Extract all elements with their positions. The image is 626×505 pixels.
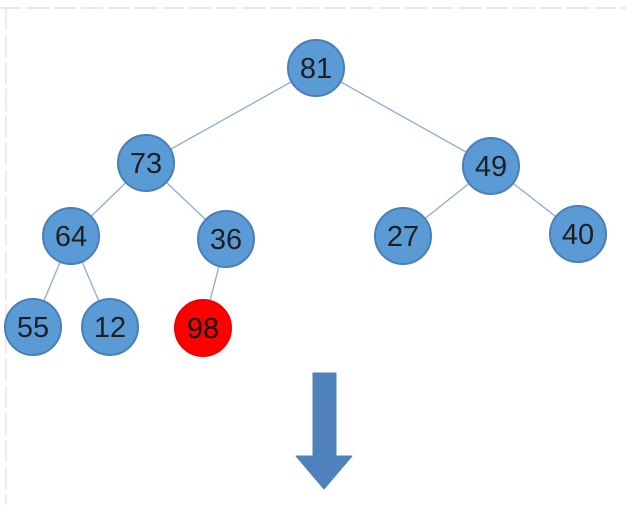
tree-node-value: 98 <box>187 313 219 345</box>
tree-node-27: 27 <box>374 207 432 265</box>
tree-node-value: 81 <box>300 53 332 85</box>
tree-node-55: 55 <box>4 298 62 356</box>
tree-node-40: 40 <box>549 205 607 263</box>
tree-node-circle <box>287 39 345 97</box>
tree-node-highlighted-98: 98 <box>174 299 232 357</box>
tree-edge-81-73 <box>145 67 317 164</box>
tree-node-value: 55 <box>17 312 49 344</box>
tree-node-81: 81 <box>287 39 345 97</box>
tree-node-value: 12 <box>94 312 126 344</box>
tree-node-36: 36 <box>197 210 255 268</box>
tree-node-circle <box>197 210 255 268</box>
tree-node-49: 49 <box>462 137 520 195</box>
tree-nodes: 81 73 49 64 36 27 40 55 12 98 <box>4 39 607 357</box>
tree-node-value: 73 <box>130 148 162 180</box>
tree-node-circle <box>374 207 432 265</box>
tree-node-value: 64 <box>55 221 87 253</box>
slide-frame-lines <box>0 7 626 505</box>
tree-node-circle <box>4 298 62 356</box>
tree-node-circle <box>462 137 520 195</box>
tree-edges <box>32 67 579 329</box>
down-arrow-shape <box>295 372 353 490</box>
tree-node-12: 12 <box>81 298 139 356</box>
tree-node-circle <box>549 205 607 263</box>
tree-node-value: 36 <box>210 224 242 256</box>
tree-node-circle <box>117 134 175 192</box>
tree-node-circle <box>42 207 100 265</box>
tree-edge-81-49 <box>315 67 492 167</box>
tree-node-64: 64 <box>42 207 100 265</box>
tree-node-value: 49 <box>475 151 507 183</box>
tree-node-73: 73 <box>117 134 175 192</box>
tree-node-value: 40 <box>562 219 594 251</box>
tree-node-value: 27 <box>387 221 419 253</box>
tree-node-circle <box>81 298 139 356</box>
down-arrow <box>295 372 353 490</box>
tree-node-circle <box>174 299 232 357</box>
